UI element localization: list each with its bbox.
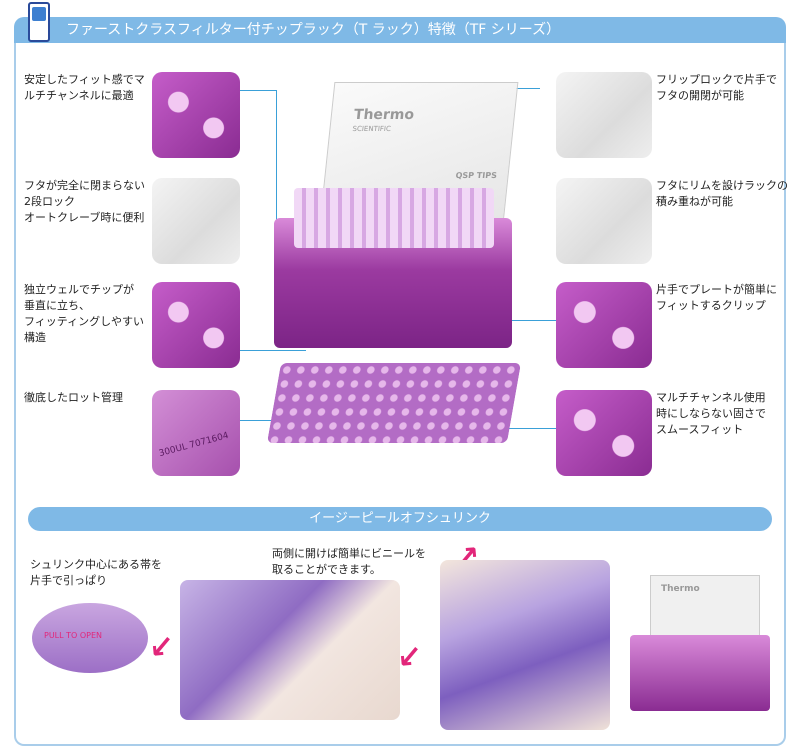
lot-text: 300UL 7071604 (157, 430, 230, 460)
step2-text: 両側に開けば簡単にビニールを 取ることができます。 (272, 547, 426, 576)
thumb-multichannel-fit (152, 72, 240, 158)
feature-right-3: 片手でプレートが簡単に フィットするクリップ (656, 283, 777, 312)
thumb-independent-wells (152, 282, 240, 368)
band-text: PULL TO OPEN (44, 631, 103, 640)
feature-right-4: マルチチャンネル使用 時にしならない固さで スムースフィット (656, 391, 766, 436)
thumb-flip-lock (556, 72, 652, 158)
step1-text: シュリンク中心にある帯を 片手で引っぱり (30, 558, 162, 587)
product-label: QSP TIPS (455, 171, 498, 180)
page-title-bar: ファーストクラスフィルター付チップラック（T ラック）特徴（TF シリーズ） (14, 17, 786, 43)
section-title: イージーピールオフシュリンク (309, 511, 491, 526)
thumb-plate-clip (556, 282, 652, 368)
feature-left-2: フタが完全に閉まらない 2段ロック オートクレーブ時に便利 (24, 179, 145, 224)
thumb-two-step-lock (152, 178, 240, 264)
thumb-lot-control: 300UL 7071604 (152, 390, 240, 476)
feature-right-2: フタにリムを設けラックの 積み重ねが可能 (656, 179, 788, 208)
tip-rack-product-image: Thermo SCIENTIFIC QSP TIPS (266, 78, 524, 478)
content-frame (14, 30, 786, 746)
section-title-bar: イージーピールオフシュリンク (28, 507, 772, 531)
feature-left-4: 徹底したロット管理 (24, 391, 123, 404)
callout-line (276, 90, 277, 240)
mascot-icon (28, 2, 50, 42)
brand-logo: Thermo (353, 107, 415, 123)
brand-logo-small: Thermo (661, 584, 700, 594)
page-title: ファーストクラスフィルター付チップラック（T ラック）特徴（TF シリーズ） (66, 22, 561, 38)
callout-line (240, 420, 296, 421)
thumb-smooth-fit (556, 390, 652, 476)
feature-left-1: 安定したフィット感でマ ルチチャンネルに最適 (24, 73, 145, 102)
photo-pull-band (180, 580, 400, 720)
callout-line (240, 90, 276, 91)
pipette-tips (294, 188, 494, 248)
shrink-band-closeup: PULL TO OPEN (32, 603, 148, 673)
photo-open-shrink (440, 560, 610, 730)
callout-line (240, 350, 306, 351)
thumb-lid-rim (556, 178, 652, 264)
tip-plate (266, 363, 522, 443)
photo-finished-rack: Thermo (630, 575, 770, 715)
callout-line (510, 320, 556, 321)
brand-sub: SCIENTIFIC (352, 125, 392, 133)
feature-left-3: 独立ウェルでチップが 垂直に立ち、 フィッティングしやすい 構造 (24, 283, 145, 344)
feature-right-1: フリップロックで片手で フタの開閉が可能 (656, 73, 777, 102)
